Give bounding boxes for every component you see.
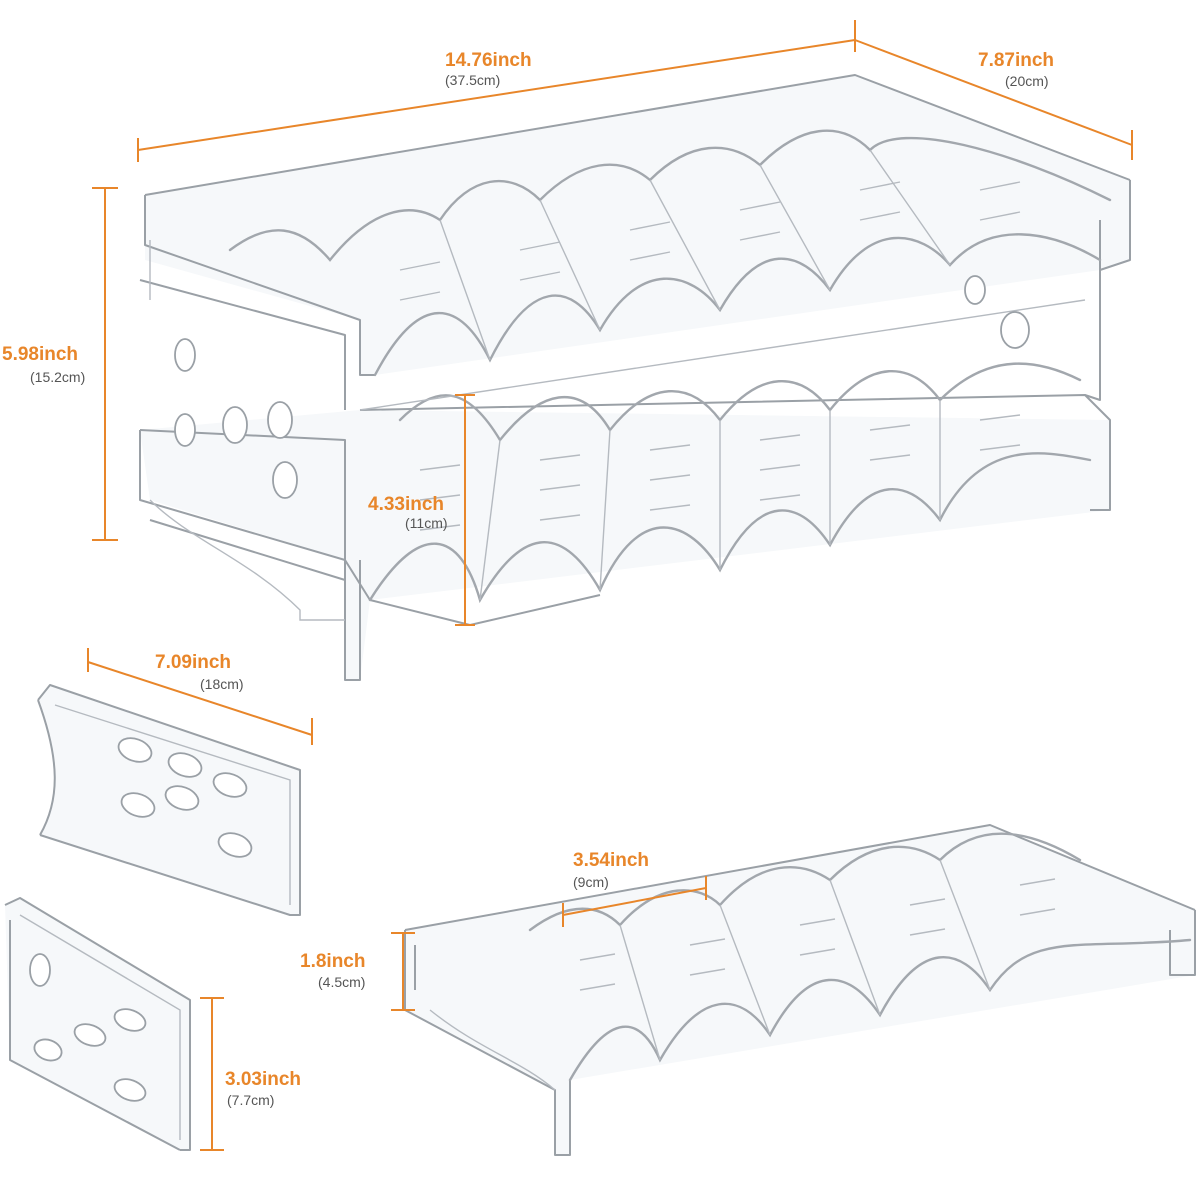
dim-overall-length-line bbox=[137, 20, 856, 162]
two-tier-wine-rack bbox=[139, 74, 1131, 681]
dim-side-panel-width-line bbox=[87, 648, 313, 745]
overall-depth-metric: (20cm) bbox=[1005, 73, 1049, 89]
overall-depth-label: 7.87inch bbox=[978, 50, 1054, 71]
side-panel-height-metric: (7.7cm) bbox=[227, 1092, 274, 1108]
tier-spacing-label: 4.33inch bbox=[368, 494, 444, 515]
overall-height-metric: (15.2cm) bbox=[30, 369, 85, 385]
side-panel-large bbox=[37, 684, 301, 916]
dim-slot-width-line bbox=[562, 876, 707, 927]
side-panel-small bbox=[4, 897, 191, 1151]
overall-height-label: 5.98inch bbox=[2, 344, 78, 365]
tray-height-metric: (4.5cm) bbox=[318, 974, 365, 990]
slot-width-label: 3.54inch bbox=[573, 850, 649, 871]
dim-tier-spacing-line bbox=[455, 394, 475, 626]
dim-overall-depth-line bbox=[854, 39, 1133, 160]
dim-tray-height-line bbox=[391, 932, 415, 1011]
tier-spacing-metric: (11cm) bbox=[405, 515, 448, 531]
overall-length-metric: (37.5cm) bbox=[445, 72, 500, 88]
lower-tier bbox=[139, 362, 1111, 681]
dim-side-panel-height-line bbox=[200, 997, 224, 1151]
dim-overall-height-line bbox=[92, 187, 118, 541]
overall-length-label: 14.76inch bbox=[445, 50, 532, 71]
upper-tier bbox=[139, 74, 1131, 411]
side-panel-height-label: 3.03inch bbox=[225, 1069, 301, 1090]
single-tray bbox=[404, 824, 1196, 1156]
side-panel-width-metric: (18cm) bbox=[200, 676, 244, 692]
side-panel-width-label: 7.09inch bbox=[155, 652, 231, 673]
slot-width-metric: (9cm) bbox=[573, 874, 609, 890]
tray-height-label: 1.8inch bbox=[300, 951, 365, 972]
